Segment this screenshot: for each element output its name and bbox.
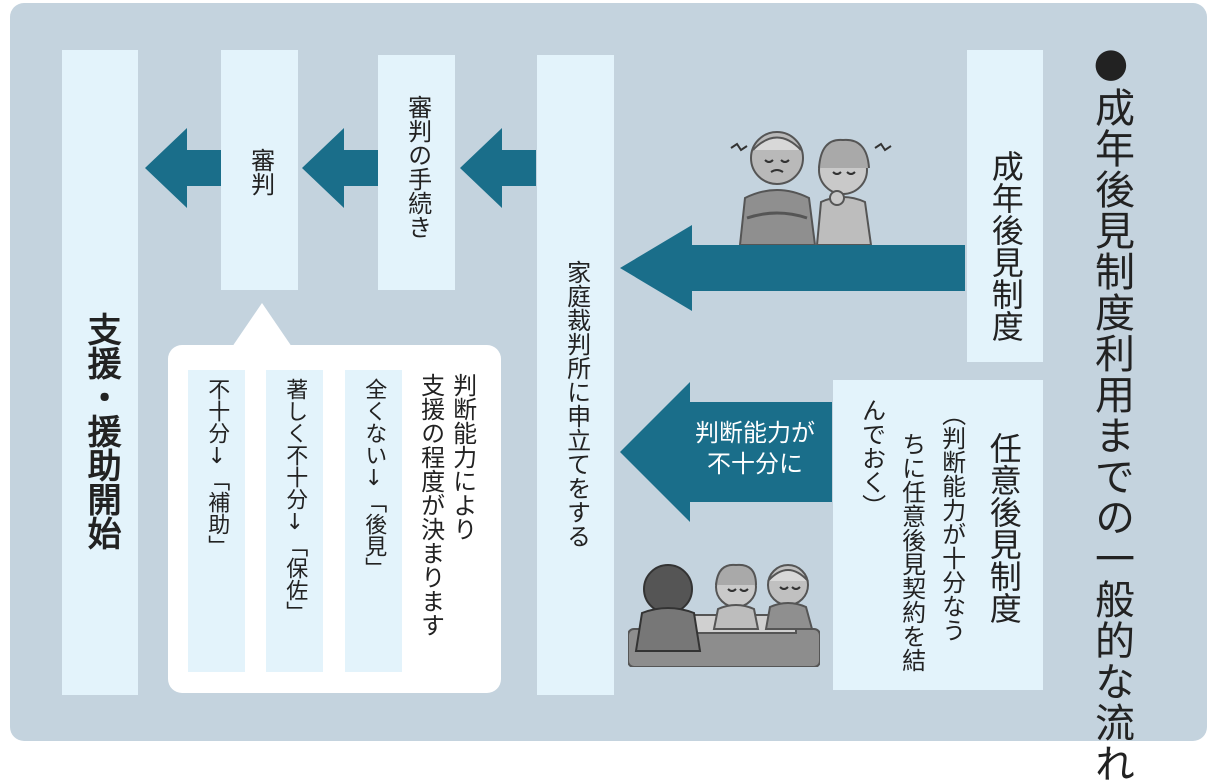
voluntary-guardianship-box: 任意後見制度 （判断能力が十分なう ちに任意後見契約を結 んでおく）: [833, 380, 1043, 690]
level-significant-label: 著しく不十分↓「保佐」: [282, 378, 308, 623]
judgment-procedure-label: 審判の手続き: [403, 95, 432, 239]
voluntary-guardianship-desc-3: んでおく）: [857, 398, 886, 518]
arrow-adult-to-court: [620, 225, 965, 311]
arrow-left-3: [460, 128, 536, 208]
level-none-box: 全くない↓「後見」: [345, 370, 402, 672]
arrow-label-line2: 不十分に: [707, 450, 803, 479]
arrow-left-1: [145, 128, 221, 208]
adult-guardianship-label: 成年後見制度: [986, 150, 1025, 342]
arrow-label: 判断能力が 不十分に: [685, 418, 825, 480]
voluntary-guardianship-title: 任意後見制度: [984, 432, 1023, 624]
judgment-box: 審判: [221, 50, 298, 290]
arrow-left-2: [302, 128, 378, 208]
consultation-illustration: [628, 563, 820, 667]
voluntary-guardianship-desc-1: （判断能力が十分なう: [937, 402, 966, 642]
level-none-label: 全くない↓「後見」: [361, 378, 387, 579]
judgment-label: 審判: [246, 148, 275, 196]
level-significant-box: 著しく不十分↓「保佐」: [266, 370, 323, 672]
bubble-heading-2: 支援の程度が決まります: [416, 373, 445, 637]
adult-guardianship-box: 成年後見制度: [967, 50, 1043, 362]
support-start-label: 支援・援助開始: [81, 312, 122, 550]
level-insufficient-label: 不十分↓「補助」: [204, 378, 230, 557]
family-court-box: 家庭裁判所に申立てをする: [537, 55, 614, 695]
worried-couple-illustration: [730, 131, 892, 245]
bubble-tail: [232, 303, 292, 347]
level-insufficient-box: 不十分↓「補助」: [188, 370, 245, 672]
diagram-title: ●成年後見制度利用までの一般的な流れ: [1088, 40, 1134, 784]
family-court-label: 家庭裁判所に申立てをする: [562, 260, 591, 548]
support-level-bubble: 判断能力により 支援の程度が決まります 全くない↓「後見」 著しく不十分↓「保佐…: [168, 345, 501, 693]
arrow-voluntary-to-court: [620, 382, 832, 522]
arrow-label-line1: 判断能力が: [695, 419, 815, 447]
support-start-box: 支援・援助開始: [62, 50, 138, 695]
voluntary-guardianship-desc-2: ちに任意後見契約を結: [897, 432, 926, 672]
bubble-heading-1: 判断能力により: [448, 373, 477, 541]
judgment-procedure-box: 審判の手続き: [378, 55, 455, 290]
